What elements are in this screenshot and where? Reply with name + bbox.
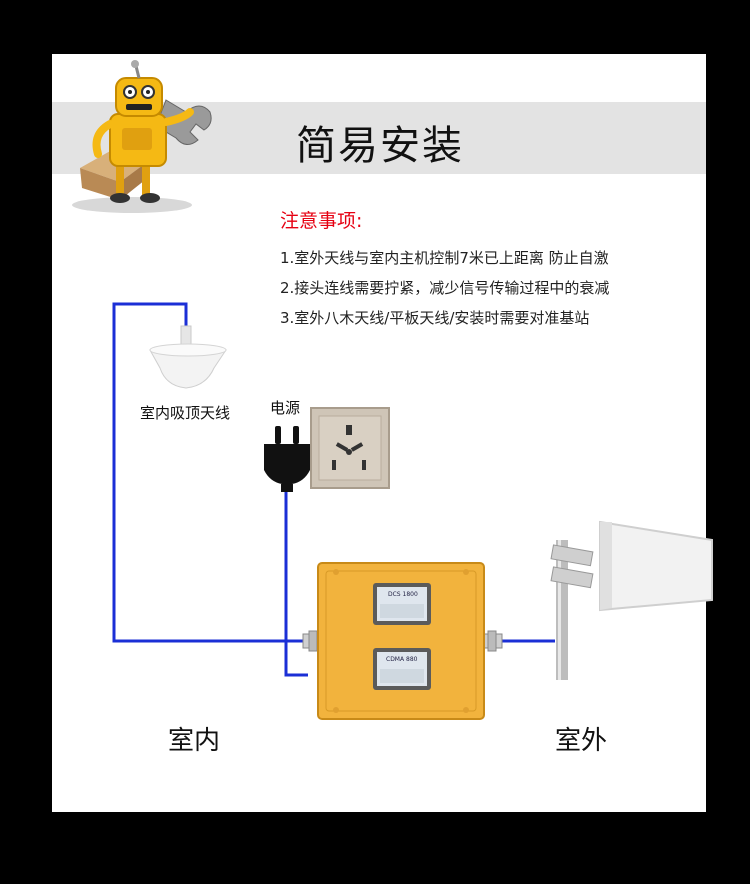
notice-heading: 注意事项: [280,210,363,232]
cable-ceiling-antenna [112,302,308,643]
outdoor-label: 室外 [555,726,608,756]
ceiling-antenna-icon [149,325,227,389]
ceiling-antenna-label: 室内吸顶天线 [140,404,231,422]
power-label: 电源 [270,399,301,417]
page-title: 简易安装 [296,123,464,169]
power-plug-icon [264,426,310,492]
device-band-top: DCS 1800 [388,591,418,598]
outdoor-panel-antenna-icon [599,520,713,612]
notice-item: 3.室外八木天线/平板天线/安装时需要对准基站 [280,309,590,327]
notice-item: 2.接头连线需要拧紧，减少信号传输过程中的衰减 [280,279,610,297]
repeater-device: DCS 1800 CDMA 880 [317,562,485,720]
indoor-label: 室内 [168,726,221,756]
notice-item: 1.室外天线与室内主机控制7米已上距离 防止自激 [280,249,609,267]
device-band-bottom: CDMA 880 [386,656,418,663]
wall-socket-icon [310,407,390,489]
outdoor-pole-icon [550,540,594,680]
cable-power [284,488,308,677]
